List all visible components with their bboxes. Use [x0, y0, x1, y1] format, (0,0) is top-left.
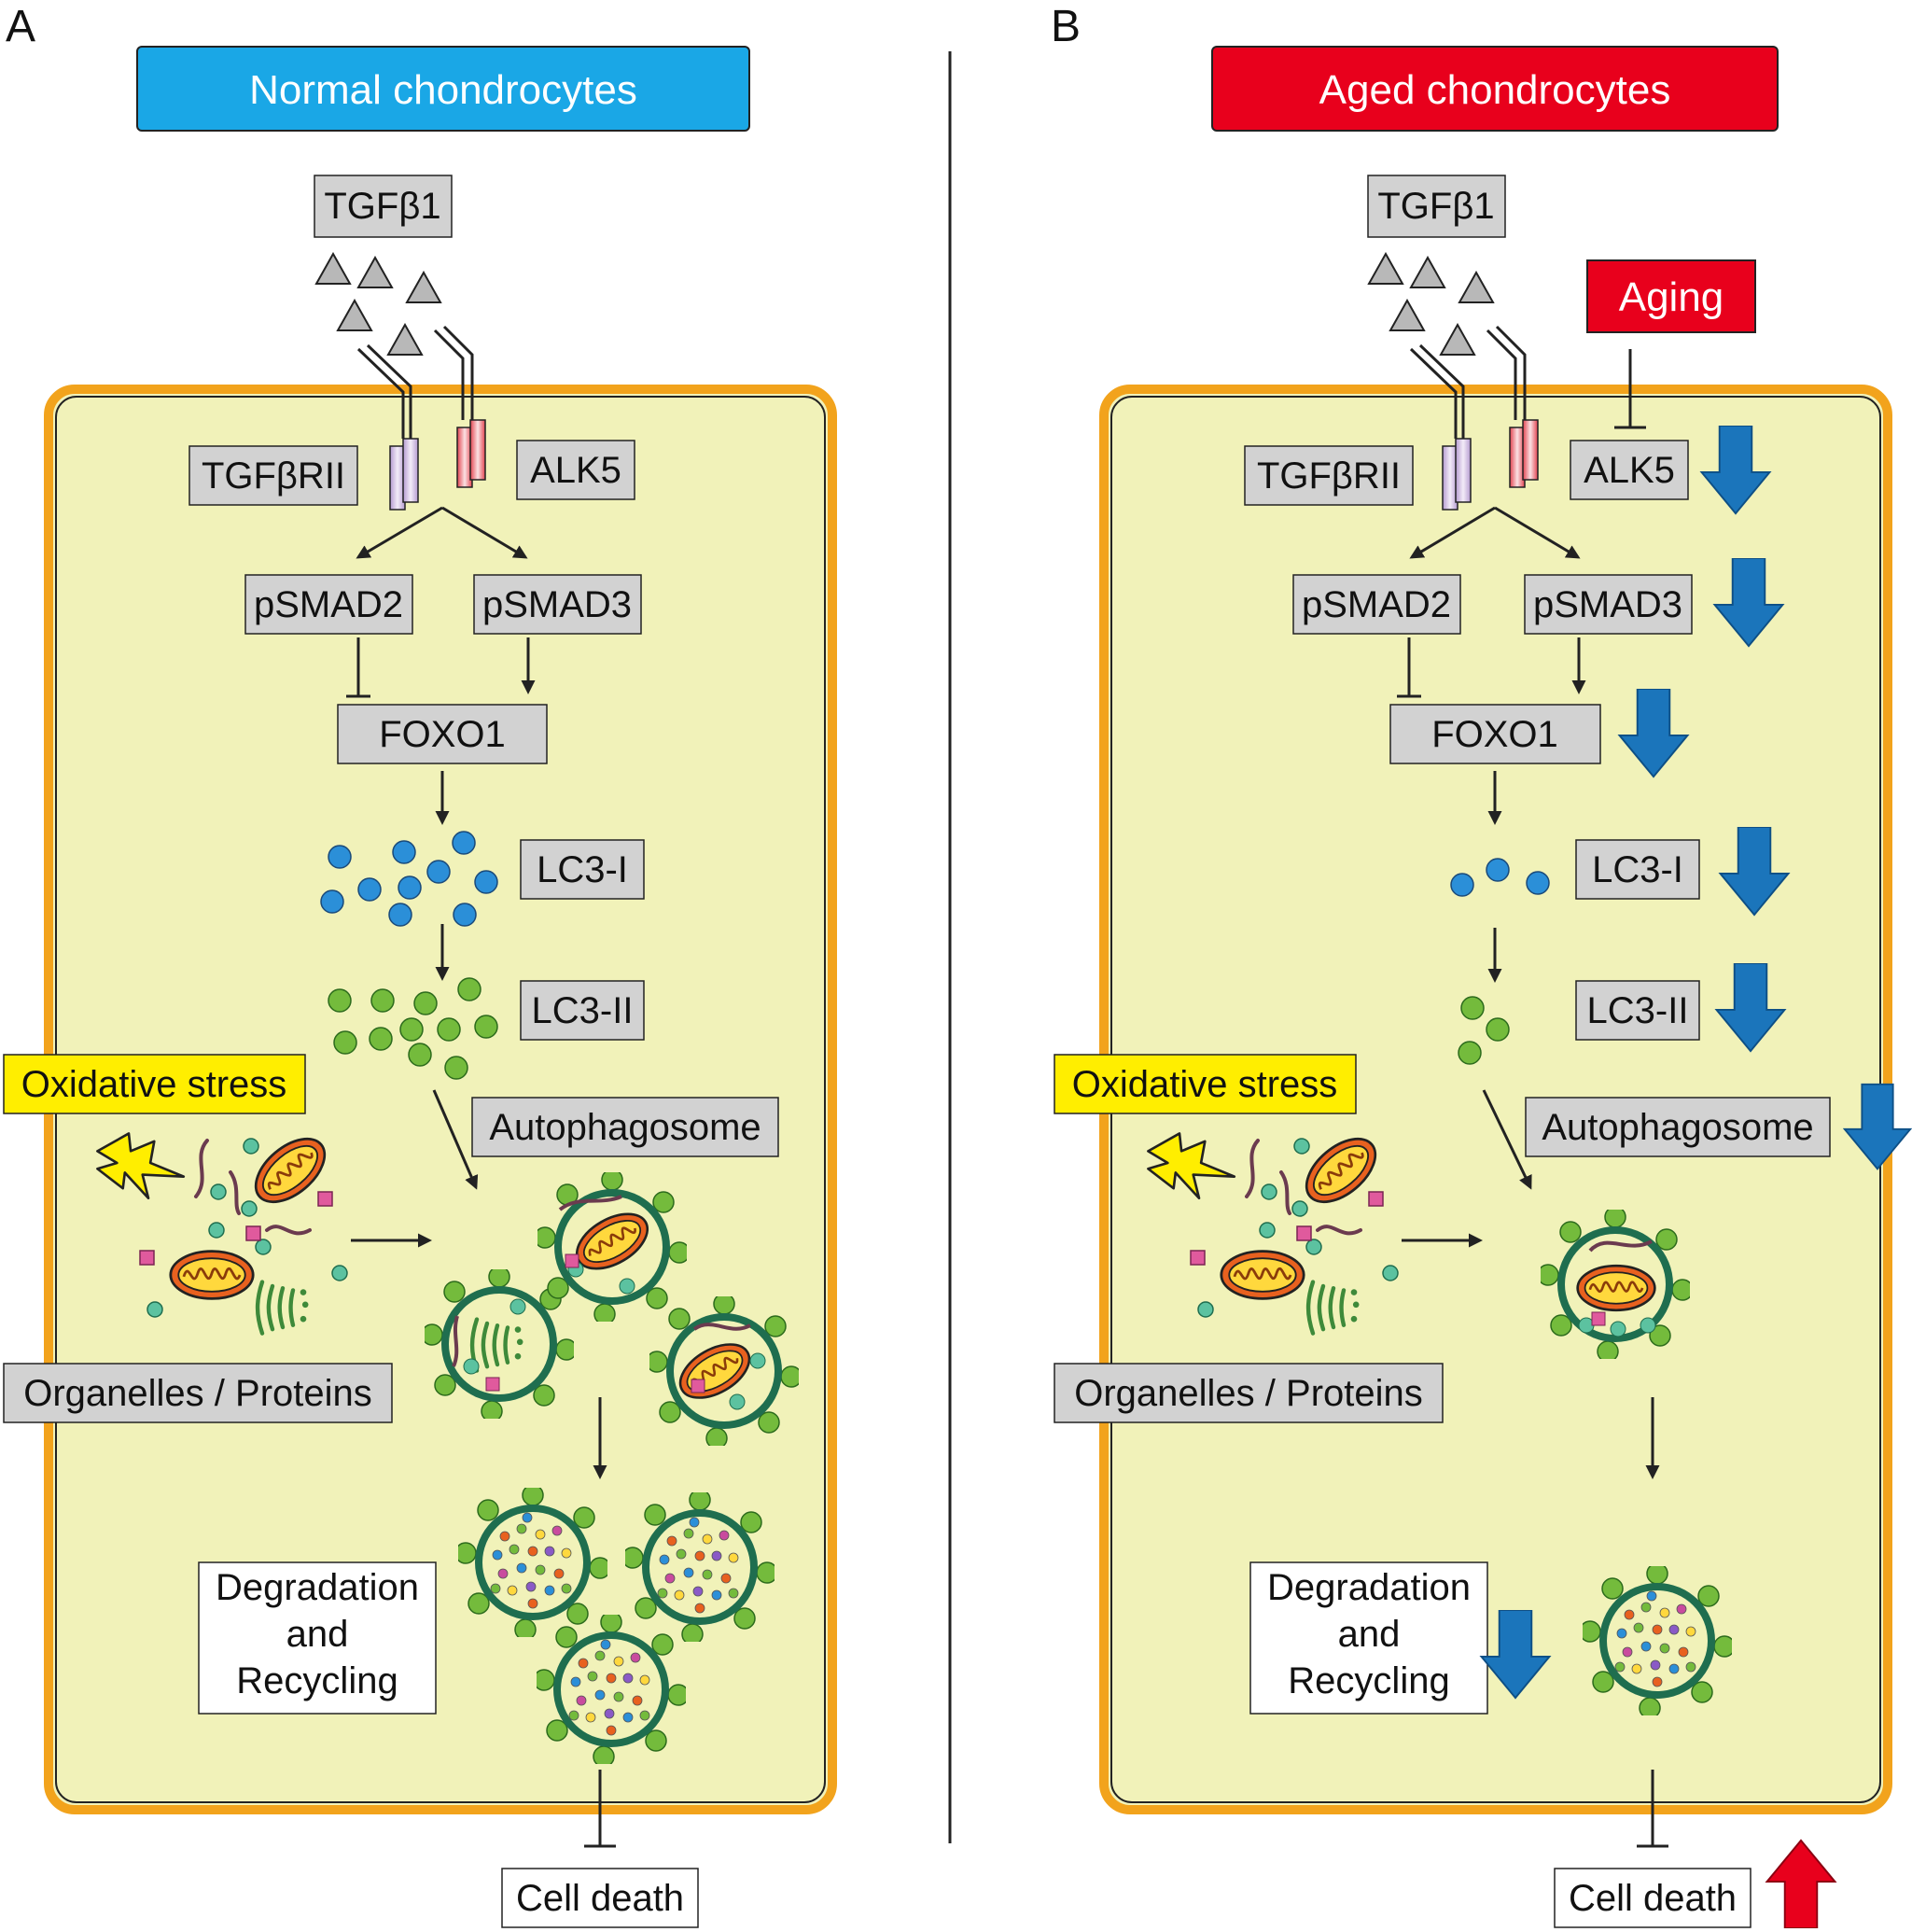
- panel-b-title-text: Aged chondrocytes: [1319, 67, 1671, 113]
- panel-a-oxidative-stress-label: Oxidative stress: [21, 1064, 287, 1105]
- tgfb1-ligand-triangle: [357, 257, 393, 288]
- aging-box: Aging: [1586, 259, 1756, 333]
- panel-b-psmad2-label: pSMAD2: [1302, 584, 1451, 625]
- autophagosome-icon: [425, 1269, 574, 1419]
- panel-b-tgfbrii-label: TGFβRII: [1257, 455, 1401, 497]
- panel-b-organelles-label: Organelles / Proteins: [1074, 1373, 1423, 1414]
- panel-a-degradation-line2: and: [286, 1614, 349, 1655]
- panel-b-psmad3-label: pSMAD3: [1533, 584, 1682, 625]
- panel-a-autophagosome-label: Autophagosome: [489, 1107, 761, 1148]
- panel-a: TGFβ1 TGFβRII ALK5 pSMAD2: [3, 175, 837, 1928]
- panel-b-oxidative-stress-label: Oxidative stress: [1072, 1064, 1338, 1105]
- tgfb1-ligand-triangle: [337, 300, 372, 331]
- panel-a-tgfbrii-label: TGFβRII: [202, 455, 345, 497]
- panel-a-psmad3-label: pSMAD3: [482, 584, 632, 625]
- receptor-icon: [356, 325, 486, 511]
- autophagosome-icon: [537, 1172, 687, 1322]
- panel-b-lc3ii-label: LC3-II: [1587, 990, 1689, 1031]
- panel-b-lc3i-label: LC3-I: [1592, 849, 1683, 890]
- panel-b: TGFβ1 Aging TGFβRII ALK5: [1054, 175, 1912, 1928]
- panel-a-lc3ii-dots: [328, 977, 498, 1080]
- panel-b-lc3ii-dots: [1458, 996, 1510, 1065]
- autophagosome-icon: [1541, 1210, 1690, 1359]
- mitochondrion-icon: [1220, 1250, 1305, 1300]
- red-up-arrow: [1765, 1839, 1836, 1928]
- panel-b-tgfb1-ligands: [1368, 253, 1494, 356]
- panel-a-title: Normal chondrocytes: [136, 46, 750, 132]
- panel-b-cell-death-label: Cell death: [1569, 1878, 1737, 1919]
- receptor-icon: [1409, 325, 1539, 511]
- tgfb1-ligand-triangle: [1458, 272, 1494, 303]
- panel-b-degradation-line3: Recycling: [1288, 1660, 1449, 1701]
- panel-b-letter: B: [1051, 2, 1081, 51]
- panel-b-lc3i-dots: [1450, 858, 1550, 897]
- aging-label: Aging: [1619, 274, 1724, 320]
- tgfb1-ligand-triangle: [406, 272, 441, 303]
- panel-a-lc3ii-label: LC3-II: [532, 990, 634, 1031]
- panel-a-lc3i-label: LC3-I: [537, 849, 628, 890]
- panel-a-lc3i-dots: [320, 831, 498, 927]
- panel-a-cell-death-label: Cell death: [516, 1878, 684, 1919]
- tgfb1-ligand-triangle: [387, 324, 423, 356]
- tgfb1-ligand-triangle: [315, 253, 351, 285]
- panel-a-psmad2-label: pSMAD2: [254, 584, 403, 625]
- panel-b-autophagosome-label: Autophagosome: [1542, 1107, 1813, 1148]
- panel-a-tgfb1-ligands: [315, 253, 441, 356]
- panel-b-foxo1-label: FOXO1: [1431, 714, 1558, 755]
- panel-a-tgfb1-label: TGFβ1: [324, 186, 440, 227]
- panel-a-title-text: Normal chondrocytes: [249, 67, 637, 113]
- panel-a-organelles-label: Organelles / Proteins: [23, 1373, 372, 1414]
- panel-a-foxo1-label: FOXO1: [379, 714, 506, 755]
- panel-b-tgfb1-label: TGFβ1: [1377, 186, 1494, 227]
- panel-a-degradation-line1: Degradation: [216, 1567, 419, 1608]
- panel-a-alk5-label: ALK5: [530, 450, 621, 491]
- tgfb1-ligand-triangle: [1368, 253, 1403, 285]
- tgfb1-ligand-triangle: [1440, 324, 1475, 356]
- tgfb1-ligand-triangle: [1410, 257, 1445, 288]
- panel-a-organelle-debris: [139, 1125, 348, 1333]
- autophagosome-icon: [649, 1296, 799, 1446]
- mitochondrion-icon: [169, 1250, 255, 1300]
- panel-b-degradation-line1: Degradation: [1267, 1567, 1471, 1608]
- tgfb1-ligand-triangle: [1389, 300, 1425, 331]
- panel-a-degradation-line3: Recycling: [236, 1660, 398, 1701]
- panel-b-organelle-debris: [1190, 1125, 1399, 1333]
- panel-b-alk5-label: ALK5: [1584, 450, 1675, 491]
- panel-b-title: Aged chondrocytes: [1211, 46, 1779, 132]
- panel-b-degradation-line2: and: [1338, 1614, 1401, 1655]
- panel-a-letter: A: [6, 2, 35, 51]
